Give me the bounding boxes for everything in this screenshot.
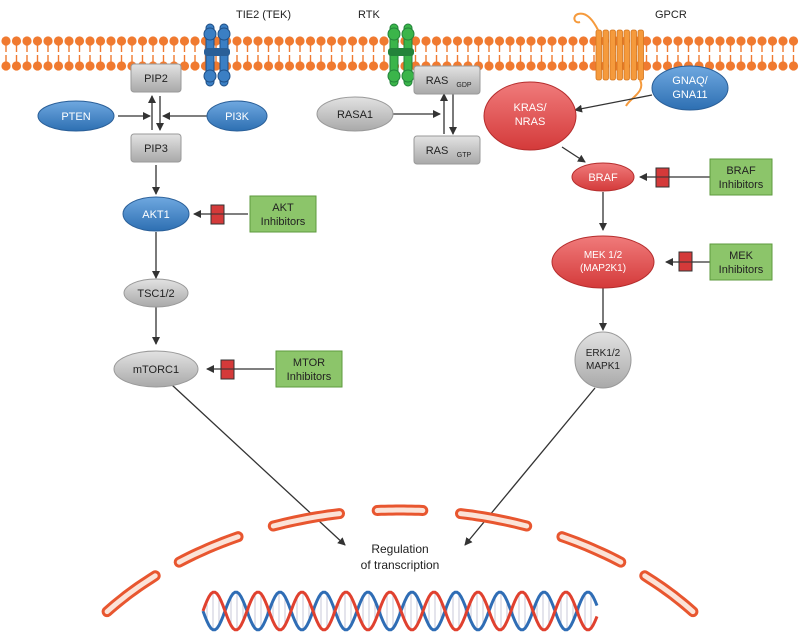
node-pip3: PIP3	[130, 133, 182, 163]
svg-text:Regulation: Regulation	[371, 542, 428, 556]
svg-text:KRAS/: KRAS/	[513, 102, 547, 114]
svg-text:PI3K: PI3K	[225, 111, 250, 123]
dna-helix-icon	[201, 590, 599, 632]
mek-block-icon	[678, 251, 693, 272]
svg-text:GNAQ/: GNAQ/	[672, 75, 708, 87]
svg-text:AKT: AKT	[272, 202, 294, 214]
node-rasa1: RASA1	[316, 96, 394, 132]
node-tsc: TSC1/2	[123, 278, 189, 308]
svg-text:ERK1/2: ERK1/2	[586, 348, 621, 359]
svg-text:GTP: GTP	[457, 152, 472, 159]
node-ras-gtp: RAS GTP	[413, 135, 481, 165]
node-ras-gdp: RAS GDP	[413, 65, 481, 95]
mtor-inhibitors-box: MTOR Inhibitors	[275, 350, 343, 388]
node-braf: BRAF	[571, 162, 635, 192]
svg-text:Inhibitors: Inhibitors	[261, 216, 306, 228]
svg-text:PIP3: PIP3	[144, 143, 168, 155]
node-mtorc1: mTORC1	[113, 350, 199, 388]
node-pten: PTEN	[37, 100, 115, 132]
inhibitor-blocks	[210, 167, 693, 380]
svg-text:NRAS: NRAS	[515, 116, 546, 128]
arrow-gnaq-kras	[574, 94, 653, 113]
node-pip2: PIP2	[130, 63, 182, 93]
akt-block-icon	[210, 204, 225, 225]
rtk-receptor: RTK	[358, 9, 415, 87]
svg-text:BRAF: BRAF	[588, 172, 618, 184]
svg-text:of transcription: of transcription	[361, 558, 440, 572]
svg-text:GNA11: GNA11	[672, 89, 707, 101]
svg-text:RAS: RAS	[426, 75, 449, 87]
node-gnaq-gna11: GNAQ/ GNA11	[651, 65, 729, 111]
svg-text:MTOR: MTOR	[293, 357, 325, 369]
svg-text:BRAF: BRAF	[726, 165, 756, 177]
braf-block-icon	[655, 167, 670, 188]
node-kras-nras: KRAS/ NRAS	[483, 81, 577, 151]
svg-text:MAPK1: MAPK1	[586, 361, 620, 372]
gpcr-receptor: GPCR	[573, 9, 687, 107]
svg-text:RAS: RAS	[426, 145, 449, 157]
svg-text:Inhibitors: Inhibitors	[287, 371, 332, 383]
akt-inhibitors-box: AKT Inhibitors	[249, 195, 317, 233]
svg-text:Inhibitors: Inhibitors	[719, 264, 764, 276]
mtor-block-icon	[220, 359, 235, 380]
gpcr-label: GPCR	[655, 9, 687, 21]
svg-text:TSC1/2: TSC1/2	[137, 288, 174, 300]
node-mek: MEK 1/2 (MAP2K1)	[551, 235, 655, 289]
svg-text:(MAP2K1): (MAP2K1)	[580, 263, 626, 274]
svg-text:RASA1: RASA1	[337, 109, 373, 121]
rtk-label: RTK	[358, 9, 380, 21]
mek-inhibitors-box: MEK Inhibitors	[709, 243, 773, 281]
node-erk: ERK1/2 MAPK1	[574, 331, 632, 389]
tie2-label: TIE2 (TEK)	[236, 9, 291, 21]
svg-text:GDP: GDP	[456, 82, 472, 89]
svg-text:mTORC1: mTORC1	[133, 364, 179, 376]
braf-inhibitors-box: BRAF Inhibitors	[709, 158, 773, 196]
tie2-receptor: TIE2 (TEK)	[203, 9, 291, 87]
nuclear-envelope	[101, 504, 699, 618]
arrow-kras-braf	[561, 146, 586, 163]
node-pi3k: PI3K	[206, 100, 268, 132]
svg-text:PIP2: PIP2	[144, 73, 168, 85]
svg-text:AKT1: AKT1	[142, 209, 170, 221]
svg-text:MEK 1/2: MEK 1/2	[584, 250, 623, 261]
svg-text:MEK: MEK	[729, 250, 754, 262]
svg-text:Inhibitors: Inhibitors	[719, 179, 764, 191]
node-akt1: AKT1	[122, 196, 190, 232]
svg-text:PTEN: PTEN	[61, 111, 90, 123]
regulation-label: Regulation of transcription	[361, 542, 440, 572]
